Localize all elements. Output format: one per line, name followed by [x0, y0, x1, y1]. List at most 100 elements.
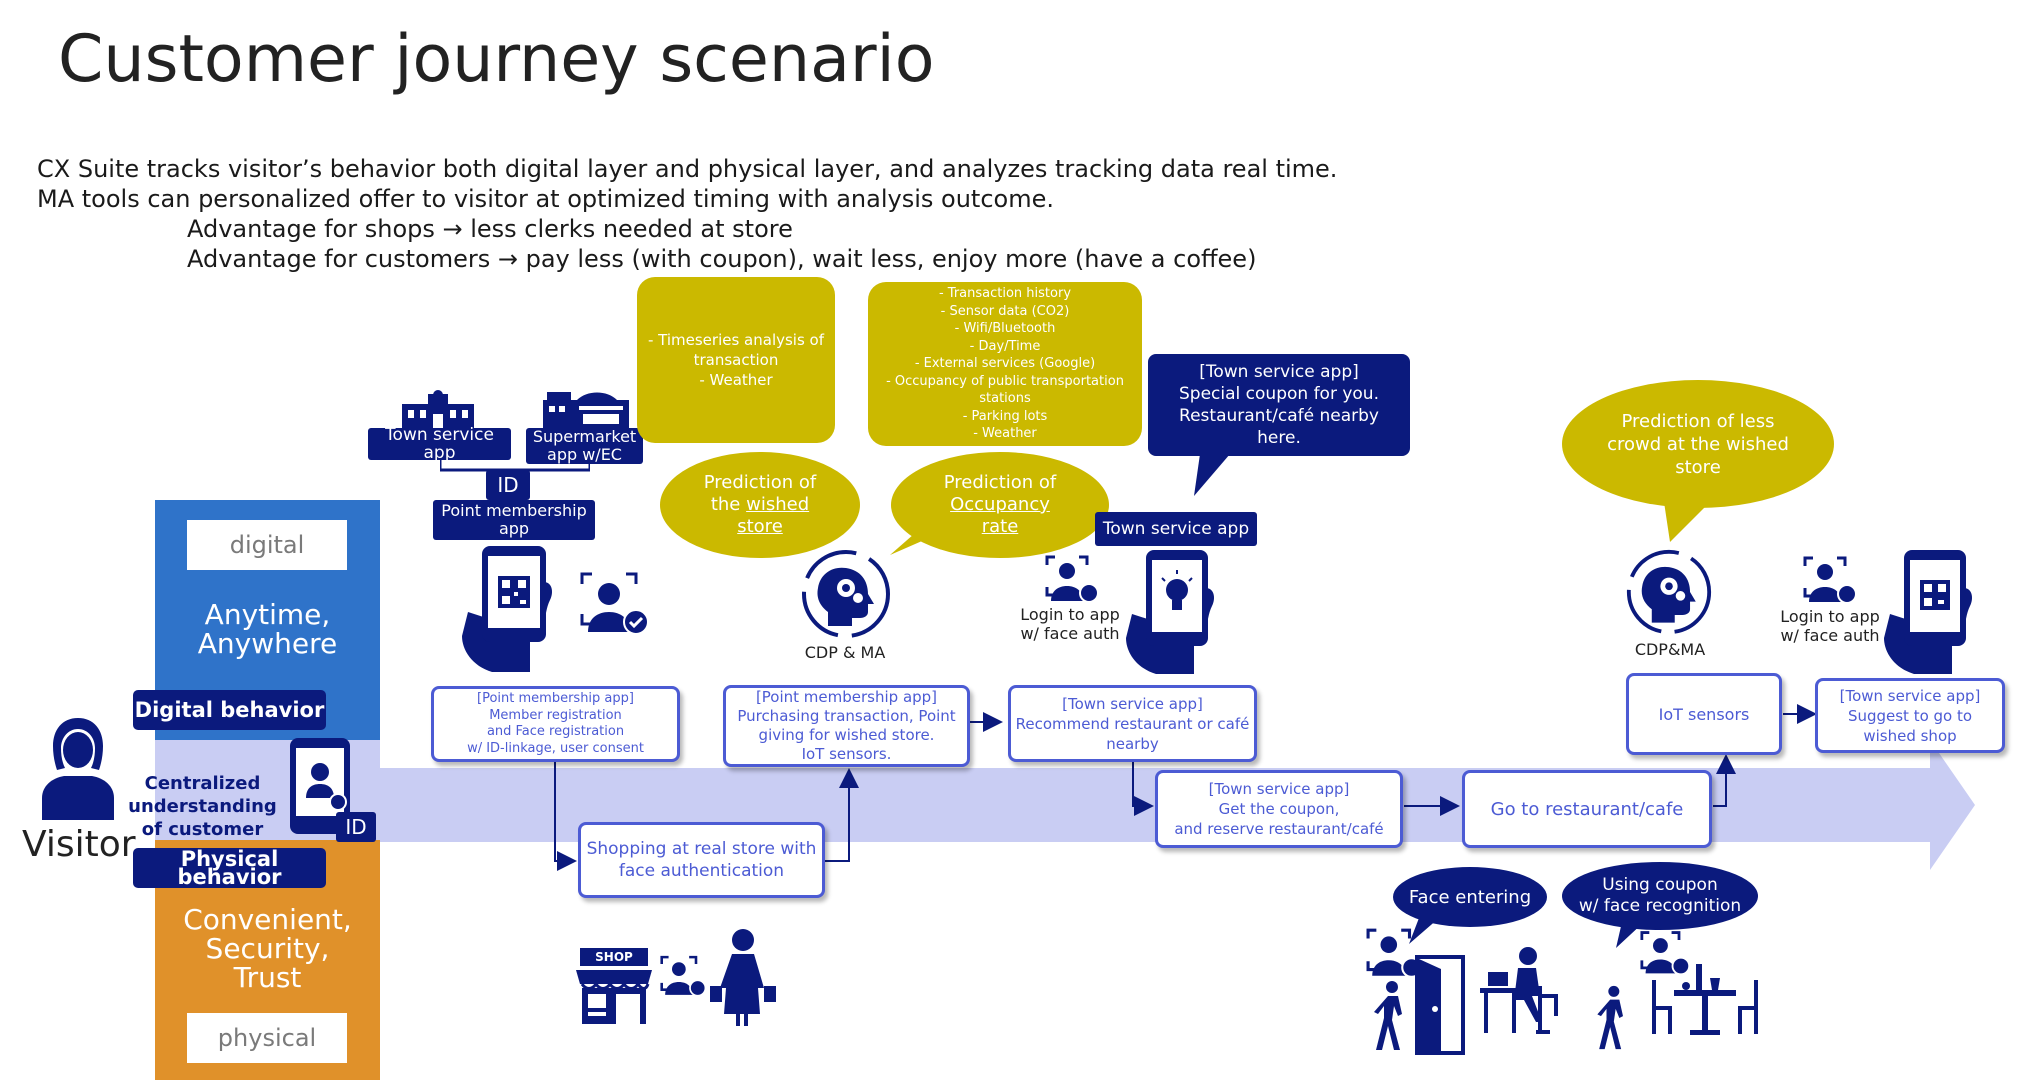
analysis-box1-line: - Timeseries analysis of [647, 331, 825, 349]
prediction-word: the [710, 494, 741, 515]
coupon-line: here. [1257, 428, 1301, 448]
step-go-to-restaurant: Go to restaurant/cafe [1462, 770, 1712, 848]
step-line: Recommend restaurant or café [1015, 714, 1250, 733]
qr-phone-icon-2 [1884, 550, 1972, 674]
step-line: [Town service app] [1208, 780, 1350, 798]
step-line: w/ ID-linkage, user consent [467, 740, 644, 756]
prediction-text: store [1675, 456, 1721, 478]
step-line: wished shop [1863, 726, 1957, 745]
coupon-face-recognition-bubble: Using coupon w/ face recognition [1562, 862, 1758, 930]
face-entering-bubble: Face entering [1393, 867, 1547, 927]
analysis-box2-line: - Weather [973, 426, 1037, 442]
page-title: Customer journey scenario [58, 22, 935, 97]
physical-behavior-label: Physical behavior [133, 848, 326, 888]
analysis-box2-line: - Occupancy of public transportation [886, 373, 1124, 389]
bubble-line: w/ face recognition [1578, 896, 1742, 916]
step-shopping-real-store: Shopping at real store with face authent… [578, 822, 825, 898]
digital-behavior-label: Digital behavior [133, 690, 326, 730]
coupon-line: Special coupon for you. [1179, 384, 1379, 404]
login-caption-1: Login to app w/ face auth [1010, 605, 1130, 643]
face-entering-tail [1409, 918, 1439, 944]
centralized-text: Centralized understanding of customer [128, 773, 277, 840]
step-line: [Point membership app] [477, 691, 634, 706]
prediction-less-crowd: Prediction of less crowd at the wished s… [1562, 380, 1834, 508]
face-login-icon-2 [1803, 556, 1857, 604]
coupon-bubble-tail [1194, 454, 1230, 496]
analysis-box1-line: - Weather [699, 371, 773, 389]
step-line: [Point membership app] [755, 688, 938, 706]
town-service-app-tag-2: Town service app [1095, 512, 1257, 546]
step-line: face authentication [618, 861, 785, 881]
step-line: Suggest to go to [1847, 706, 1973, 725]
town-service-app-tag: Town service app [368, 426, 511, 462]
face-auth-icon-1 [580, 572, 649, 635]
step-line: [Town service app] [1839, 686, 1981, 705]
face-auth-icon-shop [660, 955, 707, 997]
prediction-text: Prediction of [943, 472, 1057, 493]
digital-label: digital [187, 520, 347, 570]
analysis-box-timeseries: - Timeseries analysis of transaction - W… [637, 277, 835, 443]
analysis-box2-line: - Sensor data (CO2) [940, 303, 1070, 319]
face-auth-icon-restaurant [1640, 931, 1691, 976]
login-caption-line: Login to app [1780, 607, 1880, 626]
login-caption-line: w/ face auth [1780, 626, 1880, 645]
idea-phone-icon [1126, 550, 1214, 674]
coupon-line: Restaurant/café nearby [1179, 406, 1379, 426]
step-line: Member registration [489, 707, 622, 723]
coupon-notification-bubble: [Town service app] Special coupon for yo… [1148, 354, 1410, 456]
step-line: nearby [1106, 734, 1159, 753]
step-line: Purchasing transaction, Point [737, 707, 956, 725]
cdp-caption-2: CDP&MA [1634, 640, 1706, 659]
step-iot-sensors: IoT sensors [1626, 673, 1782, 755]
supermarket-icon [543, 392, 629, 428]
shop-icon [576, 948, 652, 1024]
supermarket-app-tag: Supermarket app w/EC [526, 428, 643, 464]
coupon-face-tail [1616, 922, 1644, 948]
office-desk-person-icon [1480, 947, 1558, 1034]
cdp-brain-icon-2 [1626, 549, 1712, 635]
intro-line-2: MA tools can personalized offer to visit… [37, 185, 1054, 213]
login-caption-2: Login to app w/ face auth [1770, 607, 1890, 645]
step-line: Get the coupon, [1218, 800, 1340, 818]
login-caption-line: Login to app [1020, 605, 1120, 624]
id-badge-left: ID [336, 812, 376, 842]
qr-phone-icon [462, 546, 552, 672]
step-line: IoT sensors. [801, 745, 892, 763]
login-caption-line: w/ face auth [1020, 624, 1120, 643]
prediction-less-crowd-tail [1664, 502, 1710, 542]
prediction-occupancy: Prediction of Occupancy rate [891, 452, 1109, 558]
step-member-registration: [Point membership app] Member registrati… [431, 686, 680, 762]
coupon-line: [Town service app] [1199, 362, 1359, 382]
prediction-text: Occupancy [950, 494, 1050, 515]
cdp-caption-1: CDP & MA [804, 643, 886, 662]
walking-person-icon-2 [1597, 985, 1623, 1050]
intro-line-1: CX Suite tracks visitor’s behavior both … [37, 155, 1338, 183]
analysis-box2-line: - Wifi/Bluetooth [954, 321, 1056, 337]
prediction-text: Prediction of less [1621, 410, 1775, 432]
analysis-box2-line: - Parking lots [962, 408, 1048, 424]
analysis-box2-line: - External services (Google) [914, 356, 1096, 372]
step-purchasing-transaction: [Point membership app] Purchasing transa… [723, 685, 970, 767]
town-building-icon [402, 390, 474, 428]
phone-face-icon [290, 738, 350, 834]
analysis-box2-line: - Transaction history [938, 286, 1072, 302]
face-login-icon-1 [1045, 555, 1099, 603]
step-line: giving for wished store. [758, 726, 935, 744]
analysis-box1-line: transaction [693, 351, 779, 369]
intro-line-3: Advantage for shops → less clerks needed… [187, 215, 793, 243]
bubble-line: Using coupon [1602, 875, 1718, 895]
shop-sign: SHOP [595, 950, 633, 964]
prediction-text: rate [981, 516, 1019, 537]
physical-label: physical [187, 1013, 347, 1063]
prediction-text: the wished [711, 494, 809, 516]
step-line: Shopping at real store with [586, 839, 817, 859]
step-suggest-wished-shop: [Town service app] Suggest to go to wish… [1815, 678, 2005, 753]
step-line: [Town service app] [1062, 694, 1203, 713]
point-membership-tag: Point membership app [433, 500, 595, 540]
prediction-text: Prediction of [703, 472, 817, 493]
prediction-word: wished [746, 494, 810, 515]
shopper-woman-icon [710, 929, 776, 1026]
analysis-box-datasources: - Transaction history - Sensor data (CO2… [868, 282, 1142, 446]
